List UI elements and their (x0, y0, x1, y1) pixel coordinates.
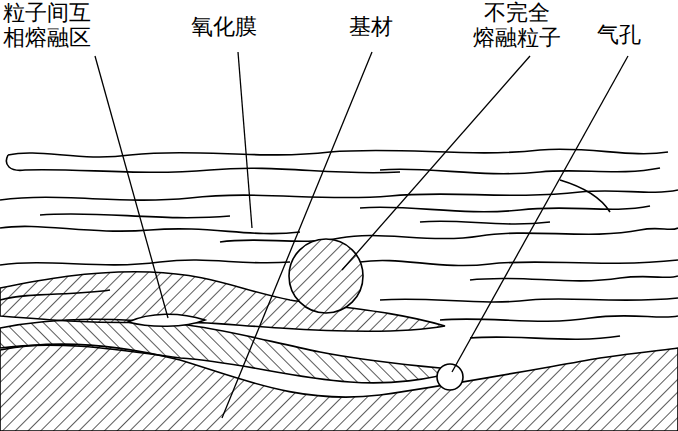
pore (437, 364, 463, 390)
unmelted-particle (289, 239, 363, 313)
leader-line (342, 56, 530, 270)
leader-line (95, 56, 168, 318)
callout-label: 氧化膜 (190, 14, 258, 39)
callout-label: 粒子间互 相熔融区 (0, 0, 94, 50)
leader-line (222, 52, 372, 418)
splat (0, 272, 445, 332)
fused-zone (128, 314, 205, 326)
leader-line (452, 56, 628, 372)
leader-line (238, 52, 252, 228)
callout-label: 气孔 (596, 22, 642, 47)
callout-label: 基材 (348, 14, 394, 39)
callout-label: 不完全 熔融粒子 (470, 0, 564, 50)
